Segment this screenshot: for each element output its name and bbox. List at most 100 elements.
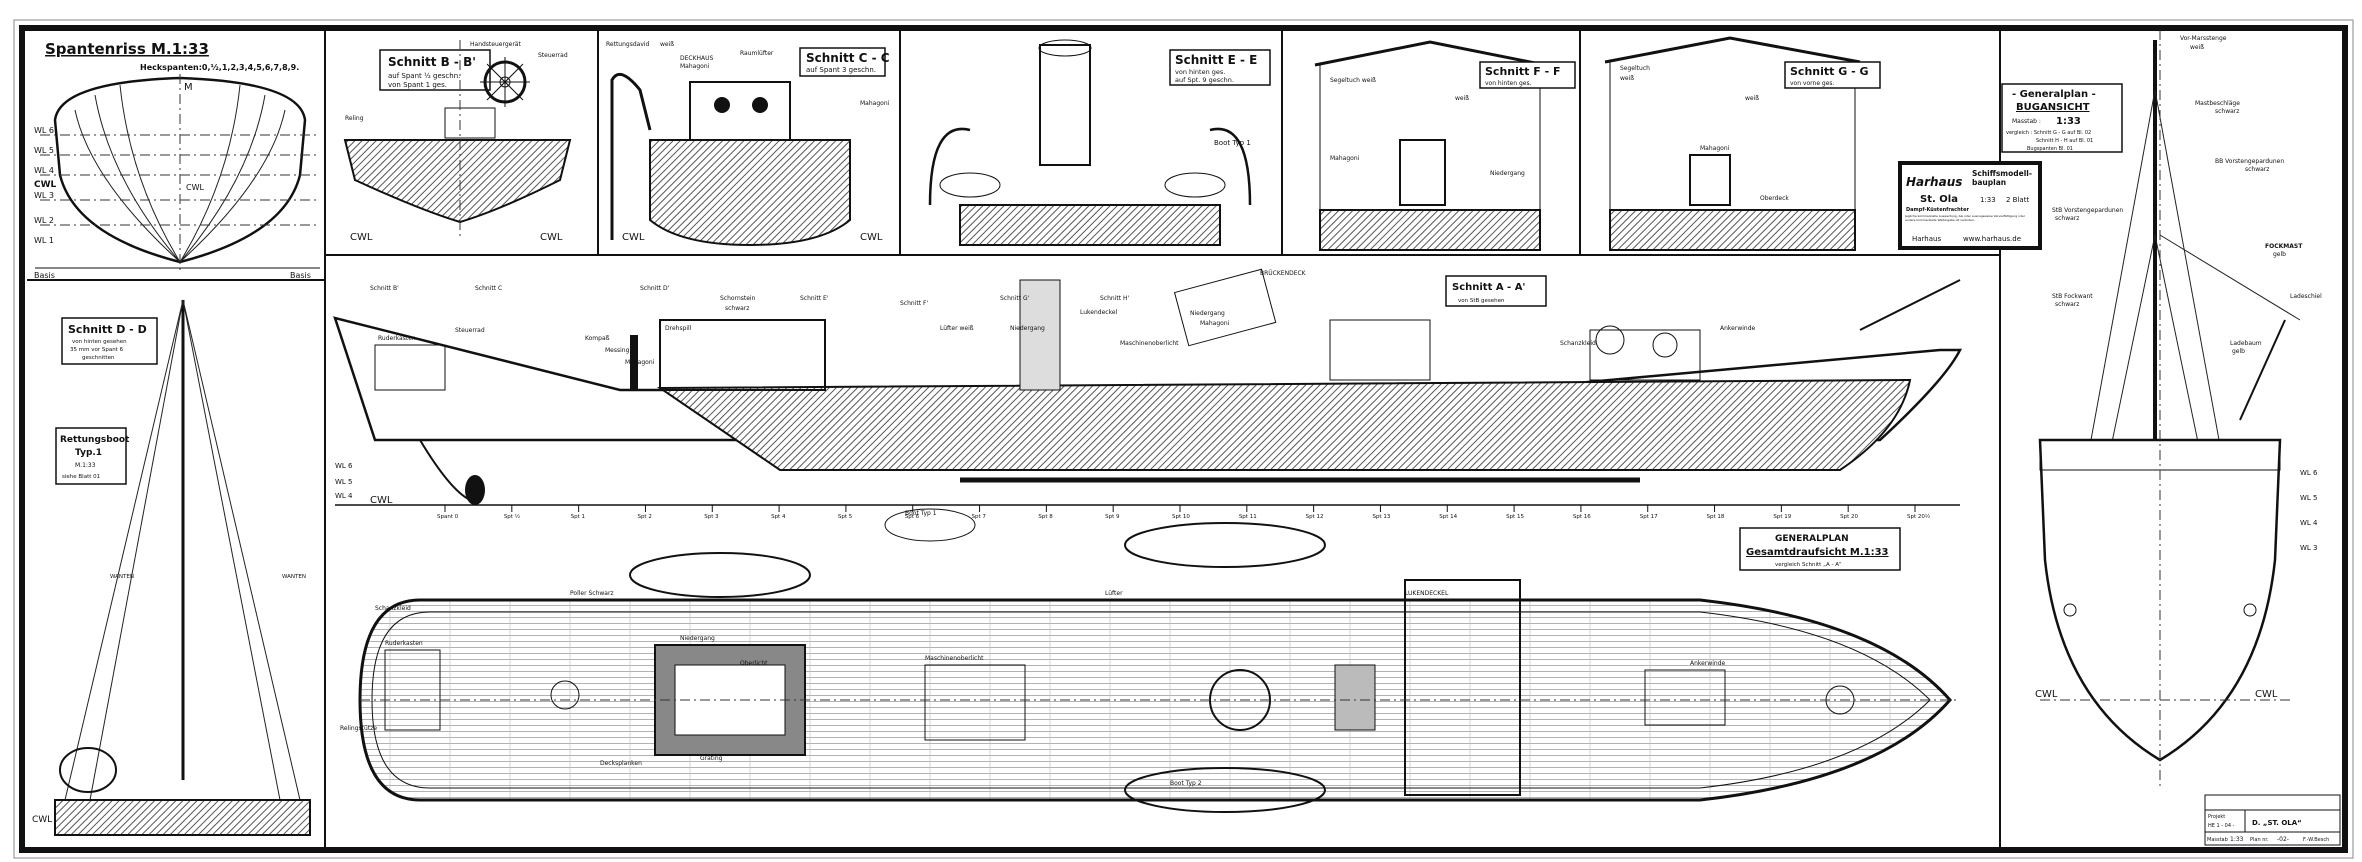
brand-logo: Harhaus xyxy=(1906,175,1962,189)
sheet-count: 2 Blatt xyxy=(2006,196,2029,204)
spant-label: Spt 9 xyxy=(1105,514,1120,520)
plan-callout: Decksplanken xyxy=(600,760,642,767)
schnitt-f-note: weiß xyxy=(1455,95,1469,102)
title-scale: 1:33 xyxy=(1980,196,1996,204)
profile-callout: Schnitt H' xyxy=(1100,295,1130,302)
profile-callout: BRÜCKENDECK xyxy=(1260,270,1307,277)
profile-callout: Schnitt G' xyxy=(1000,295,1030,302)
plan-callout: Gräting xyxy=(700,755,723,762)
schnitt-d-sub: 35 mm vor Spant 6 xyxy=(70,347,124,353)
drafter: F.-W.Besch xyxy=(2303,837,2329,843)
basis-label-left: Basis xyxy=(34,271,55,280)
schnitt-b-panel: Schnitt B - B' auf Spant ½ geschn. von S… xyxy=(343,40,572,243)
spant-label: Spt 14 xyxy=(1439,514,1457,520)
profile-callout: Ruderkasten xyxy=(378,335,416,342)
cwl-label: CWL xyxy=(32,815,52,825)
profile-callout: Ankerwinde xyxy=(1720,325,1756,332)
plan-callout: Ruderkasten xyxy=(385,640,423,647)
steering-wheel-icon xyxy=(480,57,530,107)
spant-label: Spt ½ xyxy=(504,513,520,520)
schnitt-c-tag: weiß xyxy=(660,41,674,48)
schnitt-f-sub: von hinten ges. xyxy=(1485,80,1532,87)
plan-subtitle: Gesamtdraufsicht M.1:33 xyxy=(1746,547,1889,558)
rig-tag: gelb xyxy=(2273,251,2286,258)
scale-value: 1:33 xyxy=(2056,116,2081,127)
rig-tag: schwarz xyxy=(2215,108,2239,115)
plan-callout: Relingstütze xyxy=(340,725,377,732)
wl-label: WL 6 xyxy=(335,462,353,470)
spant-label: Spt 17 xyxy=(1640,514,1658,520)
project-scale-label: Masstab xyxy=(2207,837,2228,843)
schnitt-b-note: Handsteuergerät xyxy=(470,41,521,48)
spant-label: Spt 15 xyxy=(1506,514,1524,520)
schnitt-a-sub: von StB gesehen xyxy=(1458,298,1505,304)
schnitt-e-sub: auf Spt. 9 geschn. xyxy=(1175,76,1234,84)
midline-label: M xyxy=(184,82,193,93)
wl-label: WL 3 xyxy=(2300,544,2318,552)
bugansicht-line1: - Generalplan - xyxy=(2012,89,2096,100)
schnitt-b-sub: von Spant 1 ges. xyxy=(388,81,447,89)
schnitt-c-note: DECKHAUS xyxy=(680,55,714,62)
profile-callout: Steuerrad xyxy=(455,327,485,334)
schnitt-b-note: Steuerrad xyxy=(538,52,568,59)
wl-label: WL 4 xyxy=(34,166,54,175)
schnitt-g-tag: weiß xyxy=(1620,75,1634,82)
profile-callout: Maschinenoberlicht xyxy=(1120,340,1179,347)
spant-label: Spt 5 xyxy=(838,514,853,520)
schnitt-g-note: Segeltuch xyxy=(1620,65,1650,72)
plan-number-label: Plan nr. xyxy=(2250,837,2269,843)
plan-view: GENERALPLAN Gesamtdraufsicht M.1:33 verg… xyxy=(340,508,1960,813)
profile-callout: Kompaß xyxy=(585,335,610,342)
bugansicht-label-box: - Generalplan - BUGANSICHT Masstab : 1:3… xyxy=(2001,83,2123,153)
website-link[interactable]: www.harhaus.de xyxy=(1963,235,2021,243)
ref-note: Bugspanten Bl. 01 xyxy=(2027,146,2073,152)
copyright-notice: Jegliche kommerzielle Auswertung, bei od… xyxy=(1905,214,2025,222)
schnitt-b-sub: auf Spant ½ geschn. xyxy=(388,72,460,80)
profile-callout: Schornstein xyxy=(720,295,756,302)
profile-callout: Messing xyxy=(605,347,630,354)
project-ship: D. „ST. OLA“ xyxy=(2252,819,2302,827)
profile-callout: Schnitt E' xyxy=(800,295,829,302)
wanten-label: WANTEN xyxy=(110,574,134,580)
spant-label: Spt 13 xyxy=(1372,514,1390,520)
plan-ref: vergleich Schnitt „A - A“ xyxy=(1775,562,1841,568)
spant-label: Spt 4 xyxy=(771,514,786,520)
spant-label: Spt 7 xyxy=(972,514,987,520)
wl-label: WL 5 xyxy=(335,478,353,486)
spant-label: Spt 11 xyxy=(1239,514,1257,520)
rig-note: FOCKMAST xyxy=(2265,243,2303,250)
rig-note: Mastbeschläge xyxy=(2195,100,2240,107)
ship-type: Dampf-Küstenfrachter xyxy=(1906,207,1969,213)
plan-callout: Schanzkleid xyxy=(375,605,411,612)
schnitt-f-note: Niedergang xyxy=(1490,170,1525,177)
cwl-label: CWL xyxy=(2255,689,2278,700)
plan-callout: Niedergang xyxy=(680,635,715,642)
boat-title: Rettungsboot xyxy=(60,435,130,445)
schnitt-f-note: Segeltuch weiß xyxy=(1330,77,1376,84)
boat-type: Typ.1 xyxy=(75,448,102,458)
plan-callout: Boot Typ 1 xyxy=(905,510,937,517)
schnitt-d-sub: geschnitten xyxy=(82,355,115,361)
basis-label-right: Basis xyxy=(290,271,311,280)
profile-callout: Schnitt D' xyxy=(640,285,670,292)
spant-label: Spt 20 xyxy=(1840,514,1858,520)
scale-label: Masstab : xyxy=(2012,118,2041,125)
profile-callout: Lüfter weiß xyxy=(940,325,974,332)
schnitt-d-sub: von hinten gesehen xyxy=(72,339,127,345)
schnitt-c-note: Mahagoni xyxy=(860,100,890,107)
spant-label: Spt 2 xyxy=(637,514,651,520)
plan-callout: Oberlicht xyxy=(740,660,768,667)
schnitt-e-sub: von hinten ges. xyxy=(1175,68,1225,76)
cwl-label: CWL xyxy=(622,232,645,243)
rig-note: BB Vorstengepardunen xyxy=(2215,158,2284,165)
project-number: HE 1 - 04 - xyxy=(2208,823,2235,829)
rig-note: Ladeschiel xyxy=(2290,293,2322,300)
spant-label: Spt 8 xyxy=(1038,514,1053,520)
schnitt-c-note: Raumlüfter xyxy=(740,50,774,57)
spant-label: Spt 12 xyxy=(1306,514,1324,520)
rig-tag: schwarz xyxy=(2055,215,2079,222)
schnitt-g-sub: von vorne ges. xyxy=(1790,80,1835,87)
